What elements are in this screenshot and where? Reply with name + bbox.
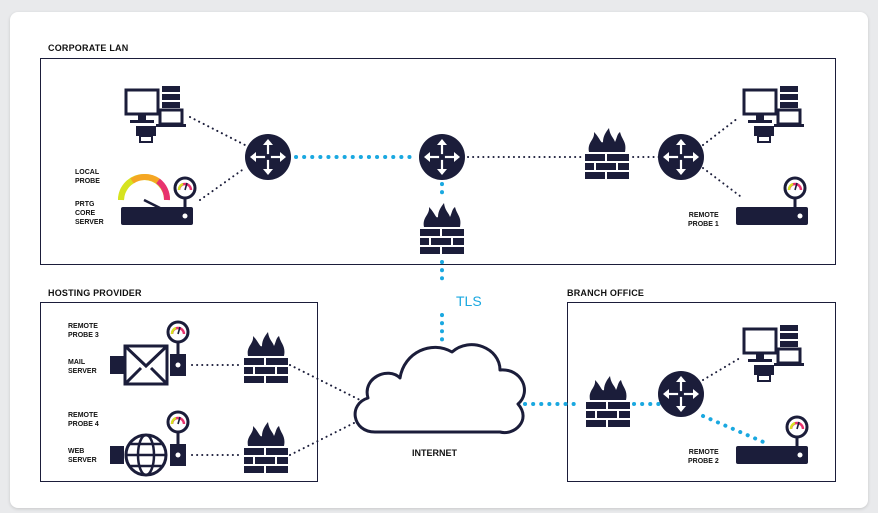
firewall-icon [244, 332, 288, 383]
local-probe-label: LOCAL PROBE [75, 169, 100, 185]
prtg-core-server-label: PRTG CORE SERVER [75, 201, 104, 226]
router-icon [656, 132, 706, 182]
hosting-provider-title: HOSTING PROVIDER [48, 288, 142, 298]
workstation-icon [742, 84, 806, 144]
remote-probe-2-icon [736, 437, 808, 464]
firewall-icon [244, 422, 288, 473]
branch-office-region [567, 302, 836, 482]
prtg-core-server-icon [118, 174, 193, 225]
remote-probe-1-label: REMOTE PROBE 1 [688, 212, 719, 228]
internet-label: INTERNET [412, 448, 457, 458]
firewall-icon [586, 376, 630, 427]
branch-office-title: BRANCH OFFICE [567, 288, 645, 298]
corporate-lan-title: CORPORATE LAN [48, 43, 129, 53]
router-icon [243, 132, 293, 182]
remote-probe-3-label: REMOTE PROBE 3 [68, 323, 99, 339]
mail-server-icon [110, 342, 186, 386]
remote-probe-4-label: REMOTE PROBE 4 [68, 412, 99, 428]
router-icon [417, 132, 467, 182]
workstation-icon [124, 84, 188, 144]
remote-probe-1-icon [736, 198, 808, 225]
router-icon [656, 369, 706, 419]
web-server-icon [110, 432, 186, 477]
firewall-icon [420, 203, 464, 254]
probe-gauge-icon [783, 176, 807, 200]
tls-label: TLS [456, 293, 482, 309]
probe-gauge-icon [173, 176, 197, 200]
corporate-lan-region [40, 58, 836, 265]
probe-gauge-icon [166, 320, 190, 344]
web-server-label: WEB SERVER [68, 448, 97, 464]
cloud-icon [353, 343, 526, 435]
probe-gauge-icon [166, 410, 190, 434]
probe-gauge-icon [785, 415, 809, 439]
firewall-icon [585, 128, 629, 179]
remote-probe-2-label: REMOTE PROBE 2 [688, 449, 719, 465]
workstation-icon [742, 323, 806, 383]
mail-server-label: MAIL SERVER [68, 359, 97, 375]
hosting-provider-region [40, 302, 318, 482]
